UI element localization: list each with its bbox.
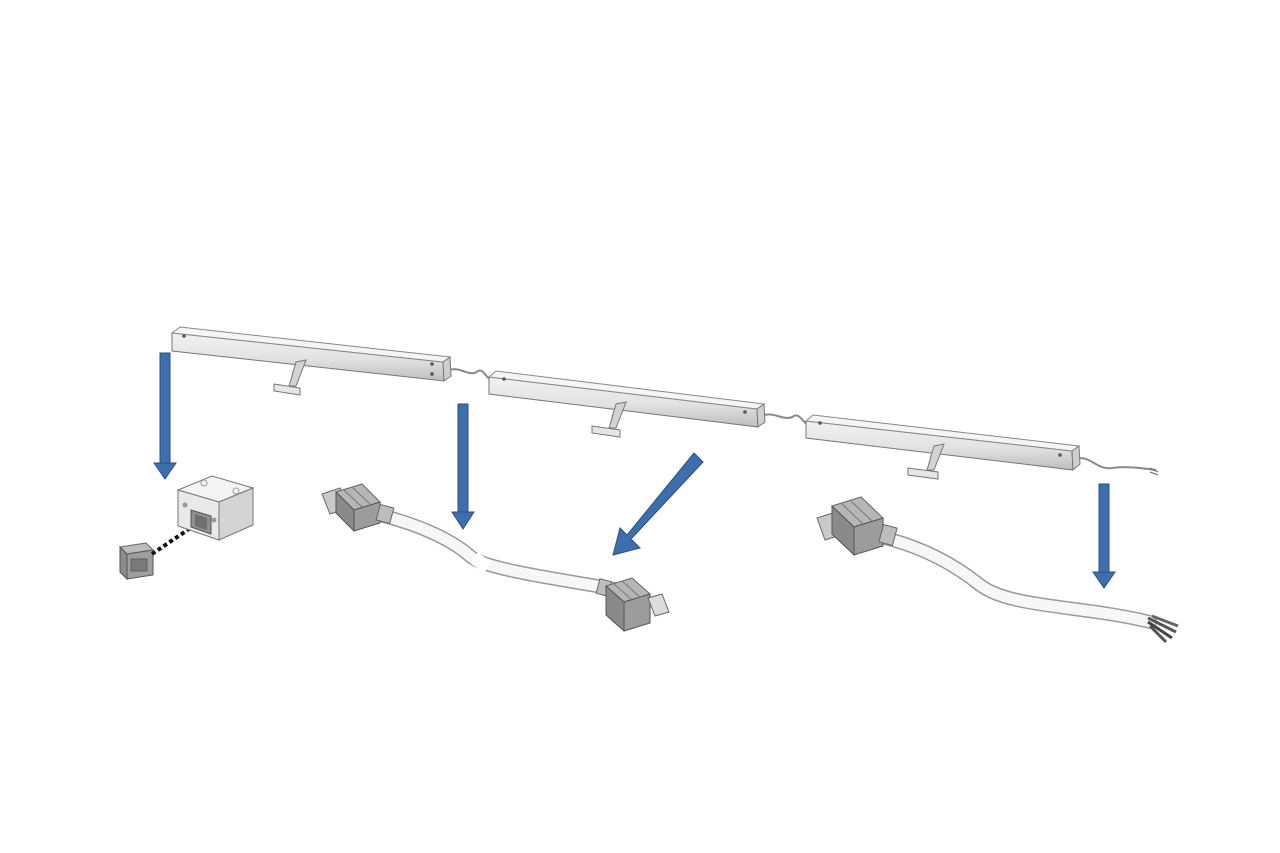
link-wire-2: [764, 413, 809, 426]
link-wire-1: [449, 368, 493, 382]
mounting-bracket-icon: [273, 359, 307, 396]
mounting-bracket-icon: [591, 401, 627, 438]
end-cap: [118, 542, 155, 581]
connector-cable-double: [321, 483, 670, 633]
light-bar-1: [170, 326, 452, 396]
junction-box: [176, 475, 255, 541]
stripped-wires-icon: [1147, 614, 1179, 644]
arrow-to-connector-cable-right-end: [612, 452, 704, 556]
arrow-to-lead-wire: [1092, 483, 1116, 589]
power-lead-cable: [816, 496, 1179, 644]
light-bar-3: [804, 414, 1081, 480]
connector-plug-icon: [595, 577, 670, 633]
tail-wire: [1079, 457, 1157, 471]
arrow-to-connector-cable-left: [451, 403, 475, 530]
connector-plug-icon: [816, 496, 898, 557]
mounting-bracket-icon: [907, 443, 945, 480]
connector-plug-icon: [321, 483, 395, 533]
light-bar-2: [487, 370, 766, 438]
arrow-to-junction-box: [153, 352, 177, 480]
